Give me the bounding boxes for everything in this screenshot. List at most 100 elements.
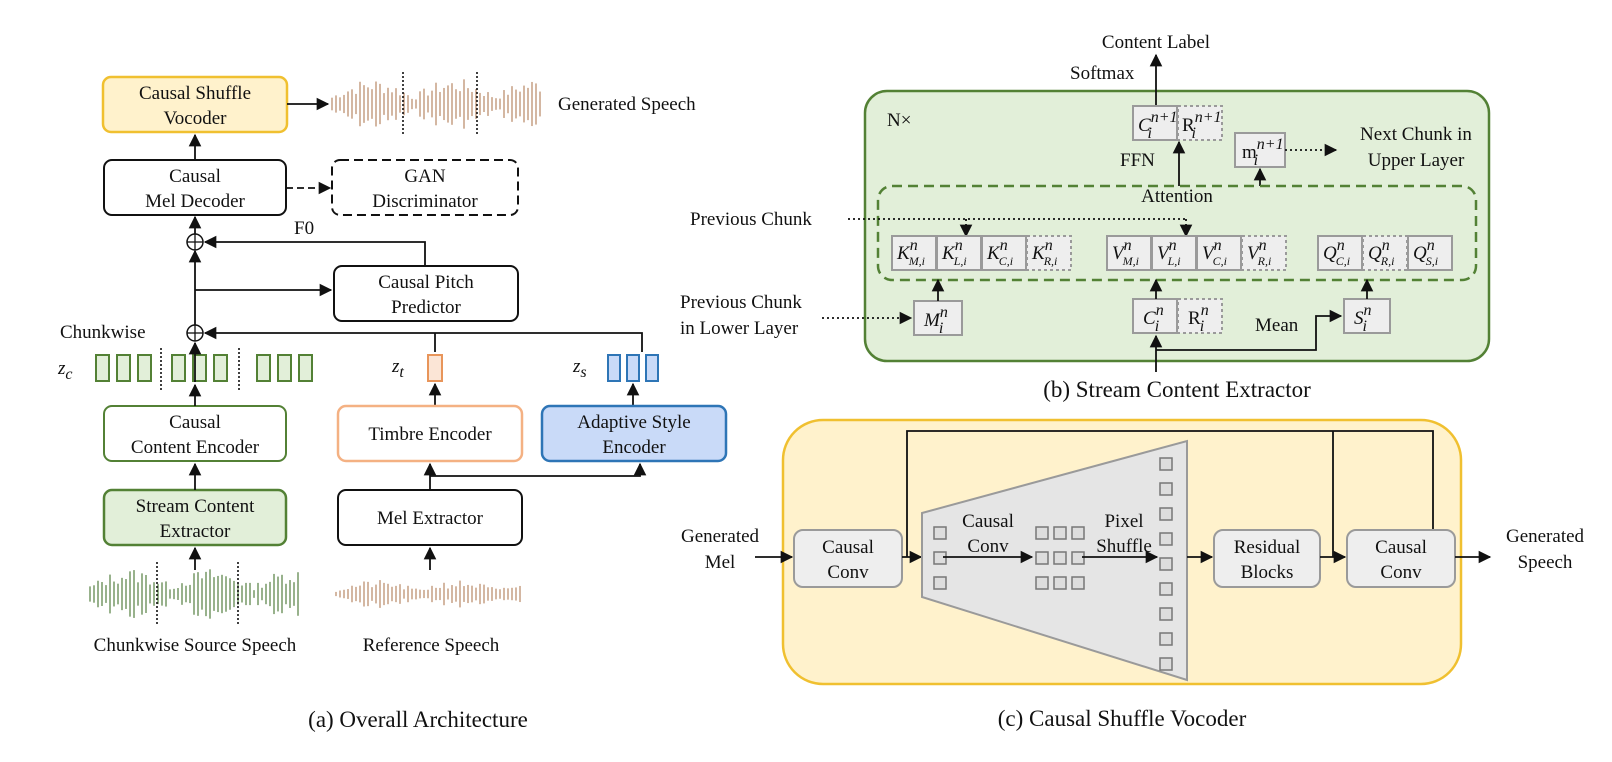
feature-cell — [1159, 507, 1173, 521]
feature-cell — [933, 551, 947, 565]
vocoder-label-line2: Vocoder — [164, 108, 228, 129]
pixel-shuffle-line2: Shuffle — [1096, 536, 1152, 557]
generated-speech-out-line2: Speech — [1518, 552, 1573, 573]
zc-block — [277, 354, 292, 382]
panel-a-caption: (a) Overall Architecture — [308, 707, 528, 732]
zc-block — [95, 354, 110, 382]
zt-label: zt — [391, 356, 404, 381]
adaptive-style-encoder-box: Adaptive Style Encoder — [540, 404, 728, 463]
panel-c-causal-shuffle-vocoder: Generated Mel Causal Conv Causal Conv Pi… — [681, 418, 1585, 731]
gan-label-line2: Discriminator — [372, 191, 478, 212]
gan-label-line1: GAN — [404, 166, 445, 187]
pixel-shuffle-line1: Pixel — [1104, 511, 1143, 532]
stream-extractor-label-line1: Stream Content — [136, 496, 255, 517]
reference-speech-label: Reference Speech — [363, 635, 500, 656]
feature-cell — [1159, 632, 1173, 646]
panel-b-caption: (b) Stream Content Extractor — [1043, 377, 1311, 402]
f0-label: F0 — [294, 218, 314, 239]
source-speech-waveform — [89, 562, 299, 626]
zc-block — [192, 354, 207, 382]
feature-cell — [1159, 457, 1173, 471]
input-feature-cells — [933, 526, 947, 590]
style-encoder-label-line1: Adaptive Style — [577, 412, 690, 433]
feature-cell — [1159, 657, 1173, 671]
generated-speech-out-line1: Generated — [1506, 526, 1585, 547]
zc-block — [213, 354, 228, 382]
feature-cell — [1053, 576, 1067, 590]
next-chunk-label-line1: Next Chunk in — [1360, 124, 1472, 145]
causal-conv-1-box: Causal Conv — [793, 529, 903, 588]
reference-speech-waveform — [335, 580, 521, 608]
mel-extractor-box: Mel Extractor — [337, 489, 523, 546]
svg-text:Causal: Causal — [822, 537, 874, 558]
attention-cell — [891, 235, 937, 271]
content-encoder-label-line1: Causal — [169, 412, 221, 433]
svg-text:Conv: Conv — [1380, 562, 1422, 583]
stream-extractor-label-line2: Extractor — [160, 521, 231, 542]
style-encoder-label-line2: Encoder — [602, 437, 666, 458]
svg-text:Mni: Mni — [923, 304, 948, 337]
zs-blocks — [607, 354, 659, 382]
causal-mel-decoder-box: Causal Mel Decoder — [103, 159, 287, 216]
zc-block — [137, 354, 152, 382]
feature-cell — [1159, 482, 1173, 496]
shuffled-feature-cells — [1159, 457, 1173, 671]
causal-content-encoder-box: Causal Content Encoder — [103, 405, 287, 462]
causal-pitch-predictor-box: Causal Pitch Predictor — [333, 265, 519, 322]
feature-cell — [1071, 576, 1085, 590]
feature-cell — [1071, 551, 1085, 565]
feature-cell — [933, 576, 947, 590]
svg-text:Rni: Rni — [1188, 302, 1209, 335]
feature-cell — [1159, 607, 1173, 621]
source-speech-label: Chunkwise Source Speech — [94, 635, 297, 656]
residual-blocks-box: Residual Blocks — [1213, 529, 1321, 588]
attention-label: Attention — [1141, 186, 1213, 207]
svg-text:Cni: Cni — [1143, 302, 1164, 335]
attention-cell — [936, 235, 982, 271]
svg-text:Cn+1i: Cn+1i — [1138, 109, 1177, 142]
feature-cell — [1159, 532, 1173, 546]
svg-text:Sni: Sni — [1354, 302, 1372, 335]
generated-speech-label: Generated Speech — [558, 94, 696, 115]
stream-content-extractor-box: Stream Content Extractor — [102, 488, 288, 547]
content-encoder-label-line2: Content Encoder — [131, 437, 260, 458]
attention-box — [876, 184, 1478, 282]
feature-cell — [933, 526, 947, 540]
previous-chunk-lower-line1: Previous Chunk — [680, 292, 802, 313]
gan-discriminator-box: GAN Discriminator — [331, 159, 519, 216]
inner-causal-conv-line2: Conv — [967, 536, 1009, 557]
zc-block — [116, 354, 131, 382]
svg-text:Rn+1i: Rn+1i — [1182, 109, 1221, 142]
svg-text:mn+1i: mn+1i — [1242, 136, 1284, 169]
svg-text:Residual: Residual — [1234, 537, 1301, 558]
pitch-predictor-label-line1: Causal Pitch — [378, 272, 474, 293]
attention-cell — [1026, 235, 1072, 271]
svg-text:Causal: Causal — [1375, 537, 1427, 558]
feature-cell — [1035, 576, 1049, 590]
zt-block — [427, 354, 443, 382]
ffn-label: FFN — [1120, 150, 1155, 171]
attention-cell — [1407, 235, 1453, 271]
mel-decoder-label-line1: Causal — [169, 166, 221, 187]
content-label-text: Content Label — [1102, 32, 1210, 53]
feature-cell — [1159, 557, 1173, 571]
feature-cell — [1053, 551, 1067, 565]
attention-cell — [1106, 235, 1152, 271]
